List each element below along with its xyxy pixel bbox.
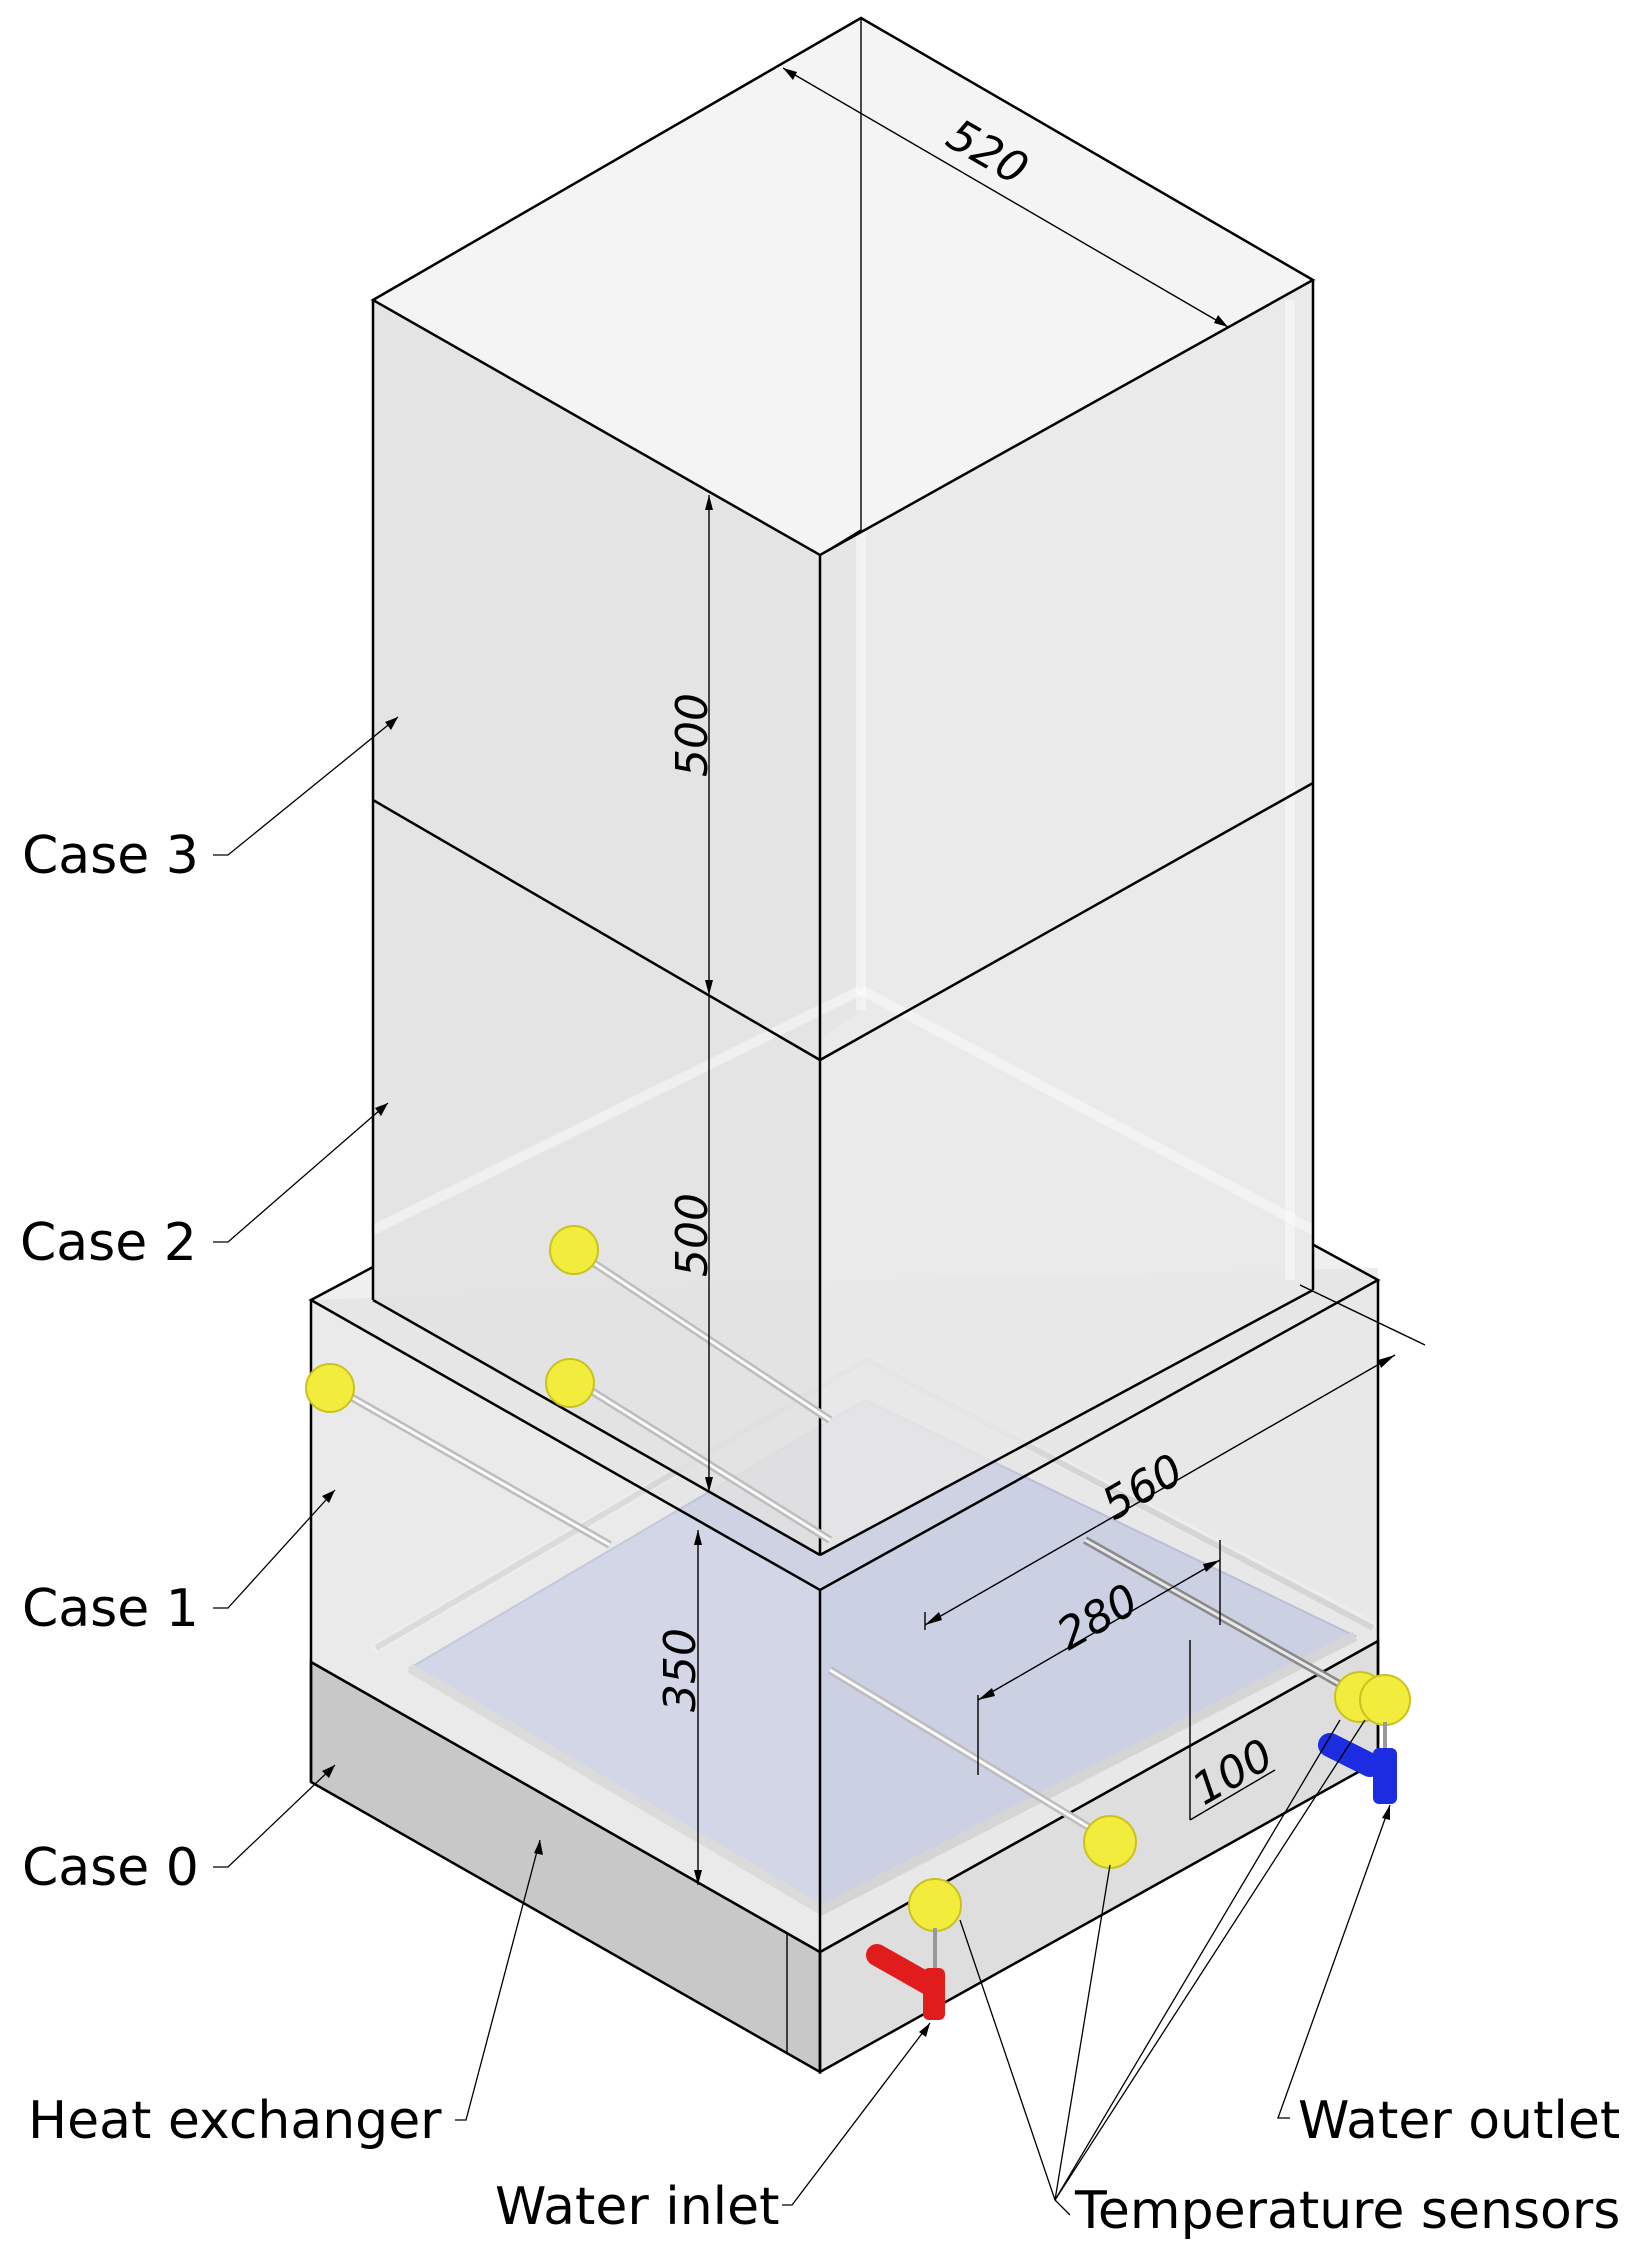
leader-lines	[213, 716, 1391, 2216]
tank-left-face	[311, 1300, 820, 1952]
label-case-3: Case 3	[22, 826, 199, 886]
sensor-rods	[328, 1246, 1352, 1844]
sensor-ball-floor-front	[1083, 1815, 1137, 1869]
temperature-sensor-balls	[305, 1225, 1411, 1932]
tower-left-face	[373, 300, 820, 1555]
label-case-2: Case 2	[20, 1213, 197, 1273]
label-water-inlet: Water inlet	[495, 2177, 779, 2237]
label-water-outlet: Water outlet	[1298, 2091, 1620, 2151]
label-case-1: Case 1	[22, 1579, 199, 1639]
label-case-0: Case 0	[22, 1838, 199, 1898]
sensor-ball-case1-inner	[545, 1358, 595, 1408]
sensor-ball-case2	[549, 1225, 599, 1275]
dim-tank-height: 350	[655, 1628, 706, 1712]
tower	[370, 16, 1316, 1557]
water-outlet-pipe	[1318, 1722, 1397, 1804]
label-temperature-sensors: Temperature sensors	[1074, 2181, 1620, 2241]
water-inlet-pipe	[866, 1928, 945, 2020]
sensor-ball-case1-outer	[305, 1363, 355, 1413]
label-heat-exchanger: Heat exchanger	[28, 2091, 442, 2151]
sensor-ball-outlet-b	[1359, 1674, 1411, 1726]
dimension-lines	[694, 67, 1426, 1885]
sensor-ball-inlet	[908, 1878, 962, 1932]
tank-right-face	[820, 1280, 1378, 1952]
dim-upper-height: 500	[667, 693, 718, 777]
dim-middle-height: 500	[667, 1193, 718, 1277]
tower-right-face	[820, 280, 1313, 1555]
